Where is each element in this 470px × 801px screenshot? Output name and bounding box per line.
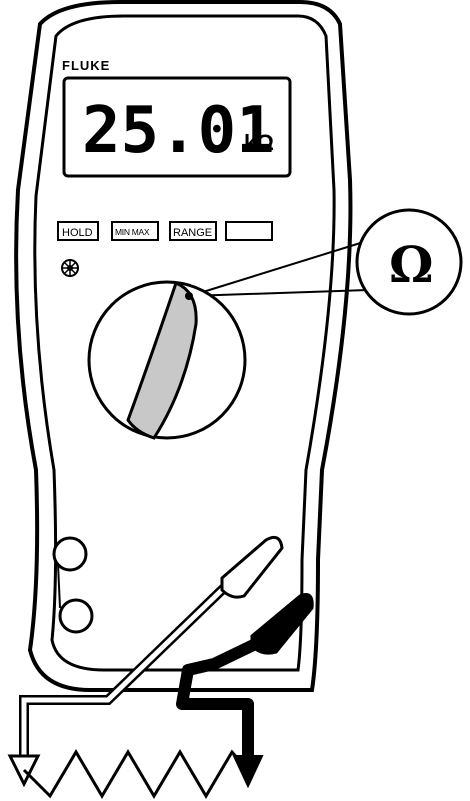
minmax-button[interactable]: MIN MAX: [111, 221, 159, 241]
lcd-display: [62, 76, 292, 178]
jack-connector-line: [57, 563, 61, 609]
red-test-lead-wire-inner: [21, 584, 228, 760]
dial-pointer: [126, 281, 198, 440]
hold-button[interactable]: HOLD: [57, 221, 99, 241]
resistor-symbol: [22, 749, 250, 799]
display-unit: kΩ: [244, 130, 274, 155]
dial-indicator-dot: [185, 292, 193, 300]
callout-pointer: [189, 239, 371, 297]
input-jack-lower[interactable]: [58, 598, 94, 634]
brand-logo: FLUKE: [62, 58, 110, 73]
blank-button[interactable]: [225, 221, 273, 241]
minmax-button-label: MIN MAX: [115, 227, 150, 237]
backlight-icon[interactable]: [61, 259, 79, 277]
hold-button-label: HOLD: [62, 227, 93, 239]
black-test-lead-wire: [176, 632, 271, 760]
callout-bubble: [355, 208, 463, 316]
range-button[interactable]: RANGE: [169, 221, 217, 241]
range-button-label: RANGE: [173, 227, 212, 239]
ohm-symbol-icon: Ω: [389, 235, 434, 294]
input-jack-upper[interactable]: [52, 536, 88, 572]
black-probe-plug: [250, 593, 314, 655]
red-probe-plug: [220, 535, 284, 599]
display-reading: 25.01: [82, 94, 275, 168]
